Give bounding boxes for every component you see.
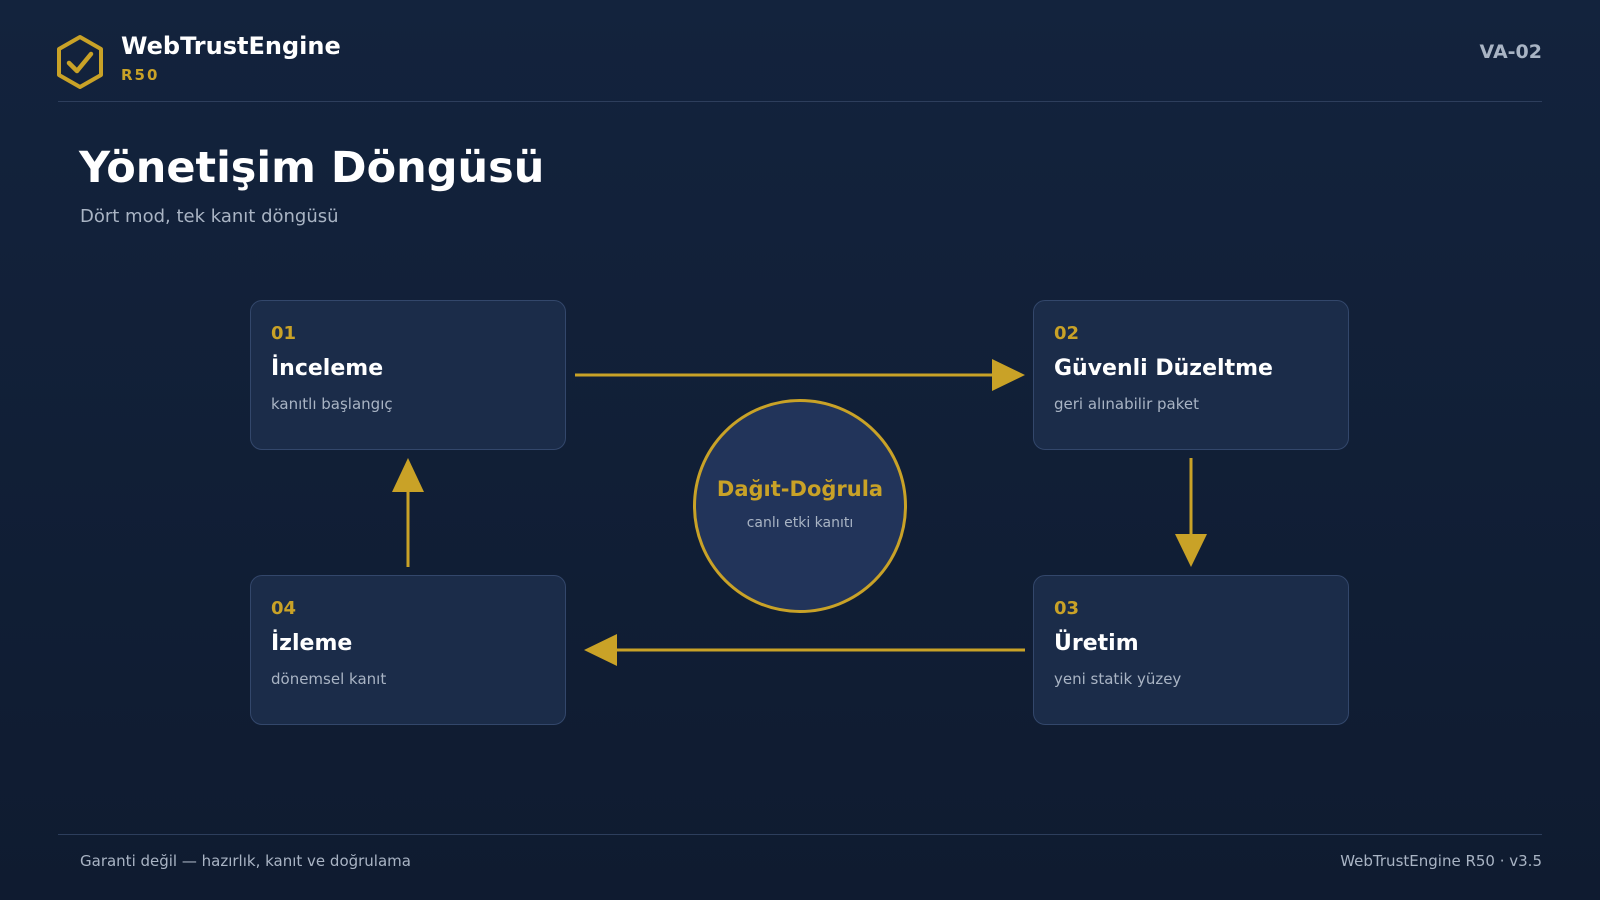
step-name: Güvenli Düzeltme: [1054, 356, 1273, 381]
brand-name: WebTrustEngine: [121, 32, 341, 60]
page-title: Yönetişim Döngüsü: [79, 143, 545, 193]
step-name: İzleme: [271, 631, 353, 656]
step-number: 03: [1054, 598, 1080, 619]
step-number: 01: [271, 323, 297, 344]
hub-subtitle: canlı etki kanıtı: [746, 515, 854, 531]
step-name: Üretim: [1054, 631, 1139, 656]
hub-title: Dağıt-Doğrula: [716, 477, 884, 501]
step-number: 04: [271, 598, 297, 619]
arrow-01-to-02: [575, 359, 1025, 391]
cycle-hub: Dağıt-Doğrula canlı etki kanıtı: [693, 399, 907, 613]
hexagon-check-icon: [57, 35, 103, 89]
step-description: dönemsel kanıt: [271, 670, 387, 688]
step-number: 02: [1054, 323, 1080, 344]
arrow-03-to-04: [584, 634, 1025, 666]
step-description: geri alınabilir paket: [1054, 395, 1200, 413]
step-card-review: 01 İnceleme kanıtlı başlangıç: [250, 300, 566, 450]
arrow-02-to-03: [1175, 458, 1207, 567]
slide-code: VA-02: [1479, 41, 1542, 63]
step-description: kanıtlı başlangıç: [271, 395, 393, 413]
step-card-safe-fix: 02 Güvenli Düzeltme geri alınabilir pake…: [1033, 300, 1349, 450]
step-description: yeni statik yüzey: [1054, 670, 1182, 688]
page-subtitle: Dört mod, tek kanıt döngüsü: [80, 206, 339, 227]
footer-divider: [58, 834, 1542, 835]
brand-version: R50: [121, 66, 160, 84]
step-card-monitoring: 04 İzleme dönemsel kanıt: [250, 575, 566, 725]
footer-disclaimer: Garanti değil — hazırlık, kanıt ve doğru…: [80, 852, 411, 870]
arrow-04-to-01: [392, 458, 424, 567]
header-divider: [58, 101, 1542, 102]
step-name: İnceleme: [271, 356, 384, 381]
footer-version: WebTrustEngine R50 · v3.5: [1340, 852, 1542, 870]
step-card-production: 03 Üretim yeni statik yüzey: [1033, 575, 1349, 725]
brand: WebTrustEngine R50: [56, 34, 341, 90]
